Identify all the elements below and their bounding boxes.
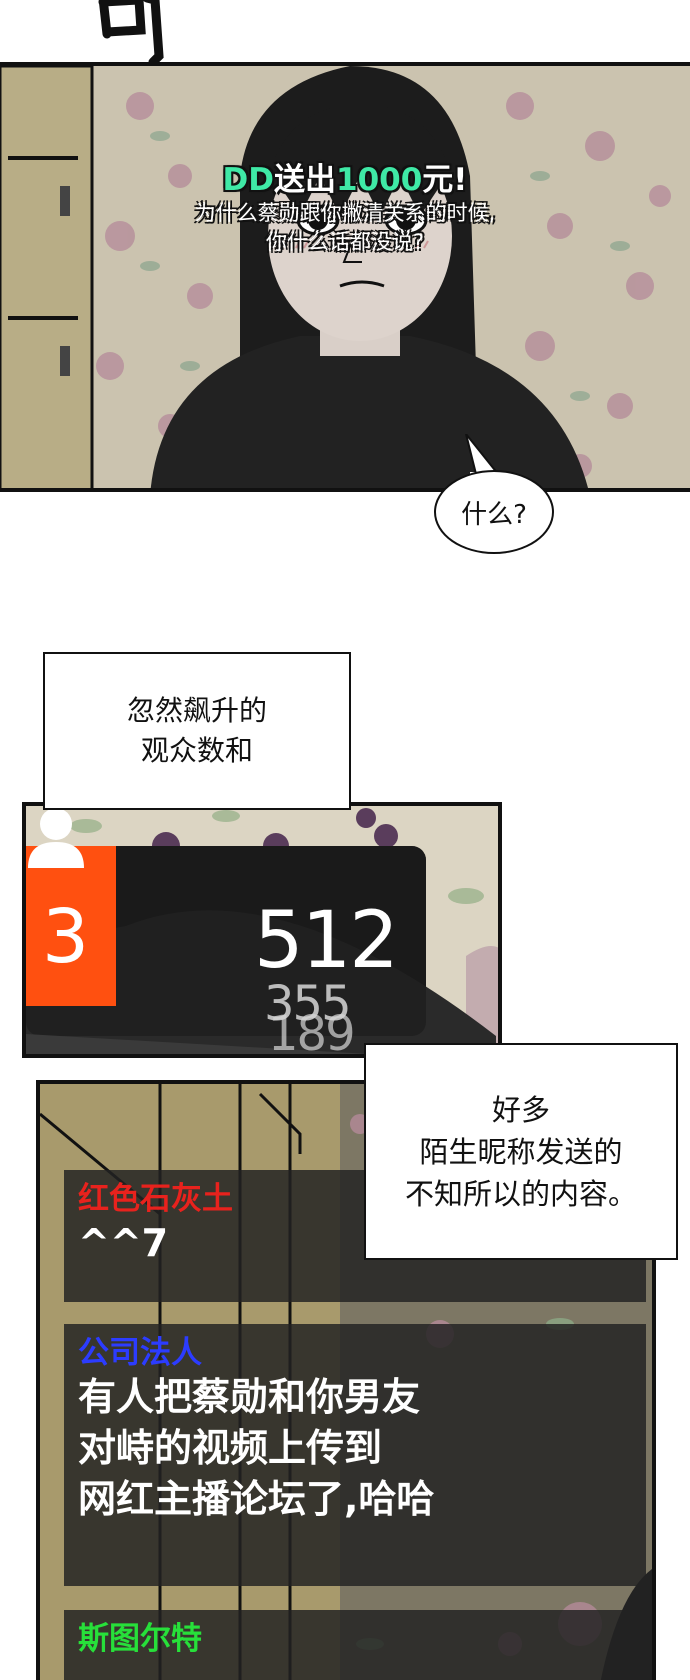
narration-line: 陌生昵称发送的 [419, 1134, 623, 1169]
chat-text: ^^7 [78, 1221, 169, 1265]
chat-username: 斯图尔特 [78, 1621, 202, 1657]
viewer-count: 512 [254, 896, 399, 986]
donation-amount: 1000 [336, 162, 423, 198]
narration-line: 不知所以的内容。 [404, 1176, 637, 1211]
chat-text: 有人把蔡勋和你男友 [78, 1375, 421, 1419]
stream-overlay: DD送出1000元! 为什么蔡勋跟你撇清关系的时候, 你什么话都没说? [0, 154, 690, 257]
panel2-artwork [26, 806, 498, 1054]
sound-effect-lettering [98, 0, 164, 66]
donation-alert: DD送出1000元! [0, 154, 690, 199]
narration-line: 好多 [491, 1092, 550, 1127]
panel1-artwork [0, 66, 690, 488]
previous-viewer-count: 355 [264, 976, 352, 1032]
panel-streamer-reaction: DD送出1000元! 为什么蔡勋跟你撇清关系的时候, 你什么话都没说? [0, 62, 690, 492]
narration-line: 观众数和 [140, 734, 253, 767]
rank-digit: 3 [42, 894, 90, 980]
previous-viewer-count: 189 [268, 1006, 356, 1058]
panel-viewer-counter: 3 512 355 189 [22, 802, 502, 1058]
donor-name: DD [222, 162, 275, 198]
chat-message: 公司法人 有人把蔡勋和你男友 对峙的视频上传到 网红主播论坛了,哈哈 [64, 1324, 646, 1586]
chat-text: 网红主播论坛了,哈哈 [78, 1477, 435, 1521]
donation-verb: 送出 [274, 162, 337, 198]
speech-bubble: 什么? [434, 470, 554, 554]
chat-username: 公司法人 [78, 1335, 202, 1371]
narration-line: 忽然飙升的 [126, 694, 267, 727]
chat-message: 斯图尔特 [64, 1610, 646, 1680]
donation-message-line-1: 为什么蔡勋跟你撇清关系的时候, [194, 201, 496, 225]
chat-text: 对峙的视频上传到 [78, 1426, 383, 1470]
donation-unit: 元! [422, 162, 468, 198]
donation-message-line-2: 你什么话都没说? [265, 230, 425, 254]
narration-box-2: 好多 陌生昵称发送的 不知所以的内容。 [364, 1043, 678, 1260]
chat-username: 红色石灰土 [78, 1181, 233, 1217]
narration-box-1: 忽然飙升的 观众数和 [43, 652, 351, 810]
user-icon [28, 808, 84, 868]
